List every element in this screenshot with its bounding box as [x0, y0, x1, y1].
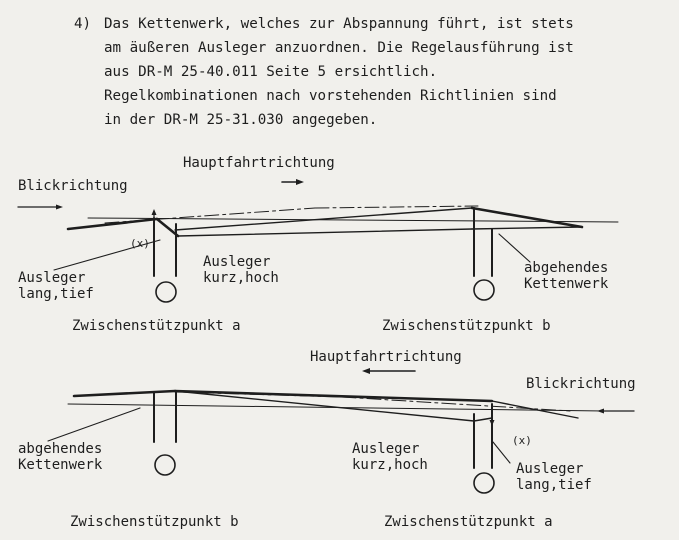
paragraph-line-1: 4)Das Kettenwerk, welches zur Abspannung…: [74, 12, 574, 36]
catenary-wire: [155, 217, 180, 238]
support-point-label: Zwischenstützpunkt b: [70, 514, 239, 530]
paragraph-line-4: Regelkombinationen nach vorstehenden Ric…: [104, 88, 557, 104]
main-direction-label: Hauptfahrtrichtung: [310, 349, 462, 365]
paragraph-line-2: am äußeren Ausleger anzuordnen. Die Rege…: [104, 40, 574, 56]
leader-line: [53, 239, 161, 271]
paragraph-line-5: in der DR-M 25-31.030 angegeben.: [104, 112, 378, 128]
outgoing-catenary-label-line2: Kettenwerk: [524, 276, 609, 292]
arm-short-label-line1: Ausleger: [352, 441, 420, 457]
view-direction-label: Blickrichtung: [526, 376, 636, 392]
mast-foot-circle: [473, 472, 495, 494]
leader-line: [492, 441, 511, 464]
paragraph-number: 4): [74, 16, 92, 32]
catenary-wire: [473, 417, 493, 422]
support-point-label: Zwischenstützpunkt a: [384, 514, 553, 530]
track-centerline: [314, 205, 479, 209]
outgoing-catenary-label-line1: abgehendes: [18, 441, 103, 457]
support-point-label: Zwischenstützpunkt a: [72, 318, 241, 334]
leader-line: [47, 407, 141, 442]
track-centerline: [341, 396, 571, 412]
mast-foot-circle: [155, 281, 177, 303]
mast-foot-circle: [473, 279, 495, 301]
arm-long-label-line1: Ausleger: [516, 461, 584, 477]
paragraph-4: 4)Das Kettenwerk, welches zur Abspannung…: [74, 12, 574, 132]
catenary-wire: [174, 207, 473, 231]
top-diagram-lines: [17, 179, 619, 303]
arm-short-label-line2: kurz,hoch: [352, 457, 428, 473]
arm-long-label-line2: lang,tief: [516, 477, 592, 493]
arm-short-label-line2: kurz,hoch: [203, 270, 279, 286]
support-point-label: Zwischenstützpunkt b: [382, 318, 551, 334]
view-direction-label: Blickrichtung: [18, 178, 128, 194]
bottom-diagram-lines: [47, 368, 635, 494]
catenary-wire: [471, 226, 583, 230]
outgoing-catenary-wire: [470, 206, 584, 229]
mark-x-label: (x): [512, 434, 532, 447]
arrow-head: [151, 209, 157, 215]
paragraph-line-3: aus DR-M 25-40.011 Seite 5 ersichtlich.: [104, 64, 438, 80]
catenary-wire: [66, 217, 159, 231]
mast-foot-circle: [154, 454, 176, 476]
arrow-head: [56, 204, 63, 210]
outgoing-catenary-label-line2: Kettenwerk: [18, 457, 103, 473]
arrow-head: [362, 368, 370, 374]
arm-long-label-line1: Ausleger: [18, 270, 86, 286]
leader-line: [498, 233, 531, 263]
mark-x-label: (x): [130, 237, 150, 250]
main-direction-label: Hauptfahrtrichtung: [183, 155, 335, 171]
track-axis-line: [87, 217, 619, 223]
catenary-wire: [491, 400, 579, 419]
catenary-wire: [173, 389, 494, 403]
catenary-wire: [174, 390, 475, 422]
catenary-wire: [72, 389, 177, 398]
arm-long-label-line2: lang,tief: [18, 286, 94, 302]
catenary-wire: [177, 228, 473, 237]
arrow-head: [296, 179, 304, 185]
arm-short-label-line1: Ausleger: [203, 254, 271, 270]
arrow-head: [489, 420, 495, 426]
outgoing-catenary-label-line1: abgehendes: [524, 260, 609, 276]
